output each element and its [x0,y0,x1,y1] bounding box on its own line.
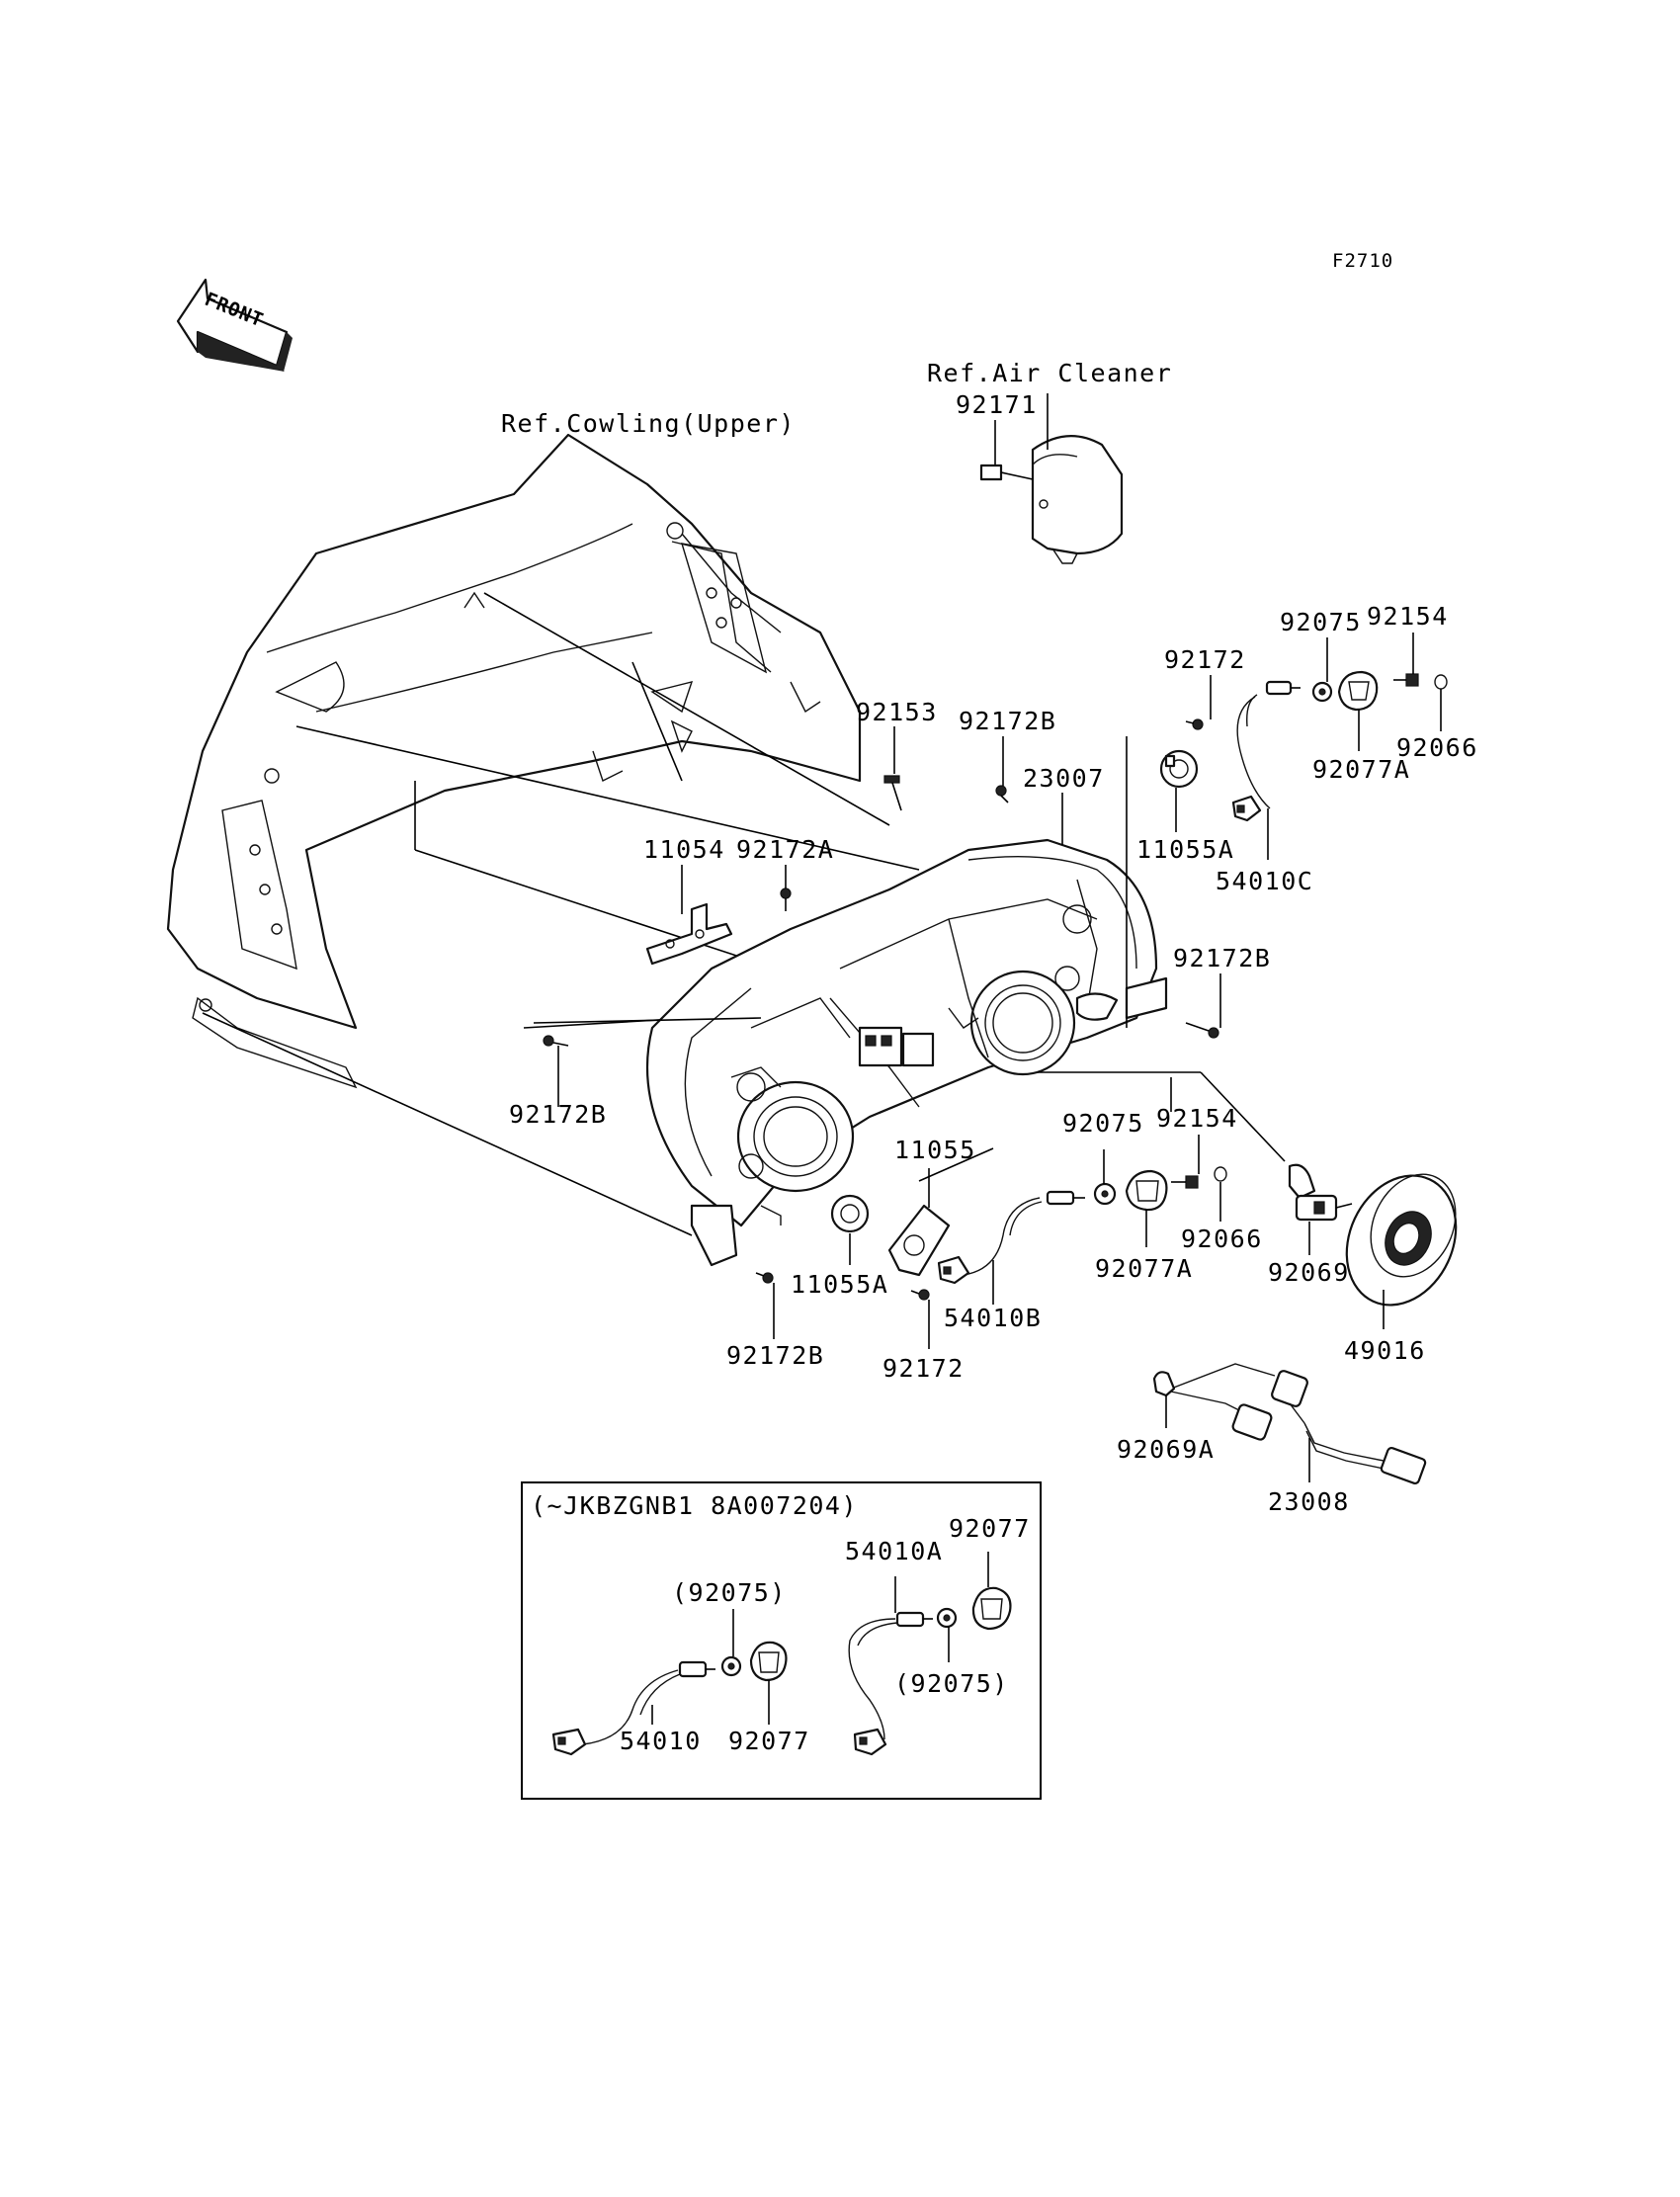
ref-air-cleaner: Ref.Air Cleaner [927,359,1172,387]
bulb-92069-part [1288,1163,1353,1222]
label-92066-a: 92066 [1396,733,1478,762]
inset-box: (~JKBZGNB1 8A007204) 54010 (92075) 92077 [521,1481,1042,1800]
label-11054: 11054 [643,835,725,864]
nut-92154-mid-part [1171,1175,1199,1189]
screw-92172B-bottom-part [755,1272,774,1284]
headlight-assembly [646,838,1168,1267]
figure-code: F2710 [1332,250,1393,272]
front-arrow-icon: FRONT [176,278,293,372]
cap-92077-inset-right-part [971,1586,1012,1631]
screw-92172B-right-part [1185,1022,1219,1039]
washer-92075-mid-part [1093,1182,1117,1206]
inset-label-54010A: 54010A [845,1537,943,1565]
label-92172B-a: 92172B [959,707,1056,735]
ref-cowling-upper: Ref.Cowling(Upper) [501,409,796,438]
label-92075-a: 92075 [1280,608,1362,636]
wire-54010B-part [937,1190,1085,1285]
socket-11055A-upper-part [1159,749,1199,789]
label-92153: 92153 [856,698,938,726]
screw-92172B-left-part [543,1035,569,1047]
label-11055A-a: 11055A [1136,835,1234,864]
inset-label-92077-a: 92077 [949,1514,1031,1543]
screw-92172-lower-part [910,1289,930,1301]
label-23007: 23007 [1023,764,1105,793]
label-92172B-c: 92172B [509,1100,607,1129]
washer-92075-inset-right-part [936,1607,958,1629]
label-92154-a: 92154 [1367,602,1449,631]
boot-49016-part [1345,1173,1458,1307]
label-92154-b: 92154 [1156,1104,1238,1133]
label-92172B-d: 92172B [726,1341,824,1370]
label-92172-b: 92172 [882,1354,965,1383]
air-cleaner-part [979,435,1124,564]
label-92172A: 92172A [736,835,834,864]
bracket-11054-part [645,902,733,966]
inset-label-54010: 54010 [620,1727,702,1755]
label-92077A-b: 92077A [1095,1254,1193,1283]
label-92172B-b: 92172B [1173,944,1271,972]
label-92075-b: 92075 [1062,1109,1144,1138]
screw-92153-part [883,775,902,811]
nut-92154-upper-part [1393,673,1419,687]
label-11055: 11055 [894,1136,976,1164]
cap-92077A-mid-part [1125,1169,1168,1212]
wire-54010A-part [848,1611,933,1756]
label-92069: 92069 [1268,1258,1350,1287]
label-23008: 23008 [1268,1487,1350,1516]
cap-92077A-upper-part [1337,670,1379,712]
screw-92172-upper-part [1185,718,1204,730]
inset-label-92075-a: (92075) [672,1578,787,1607]
label-92069A: 92069A [1117,1435,1215,1464]
label-54010C: 54010C [1216,867,1313,895]
cap-92077-inset-left-part [749,1641,788,1682]
bulb-92069A-part [1152,1371,1176,1397]
oring-92066-upper-part [1434,674,1448,690]
inset-label-92075-b: (92075) [894,1669,1009,1698]
grommet-11055-part [887,1204,951,1277]
label-92171: 92171 [956,390,1038,419]
label-49016: 49016 [1344,1336,1426,1365]
label-54010B: 54010B [944,1304,1042,1332]
label-92077A-a: 92077A [1312,755,1410,784]
screw-92172B-upper-part [995,785,1009,803]
washer-92075-upper-part [1311,681,1333,703]
washer-92075-inset-left-part [720,1655,742,1677]
inset-label-92077-b: 92077 [728,1727,810,1755]
wire-54010C-part [1231,680,1301,822]
oring-92066-mid-part [1214,1166,1227,1182]
screw-92172A-part [780,887,792,911]
label-92066-b: 92066 [1181,1225,1263,1253]
inset-frame [521,1481,1042,1800]
socket-11055A-lower-part [830,1194,870,1233]
label-11055A-b: 11055A [791,1270,888,1299]
label-92172-a: 92172 [1164,645,1246,674]
cowling-upper-part [166,433,862,1089]
wire-54010-part [551,1660,715,1756]
harness-23008-part [1170,1363,1427,1485]
inset-title: (~JKBZGNB1 8A007204) [531,1491,858,1520]
